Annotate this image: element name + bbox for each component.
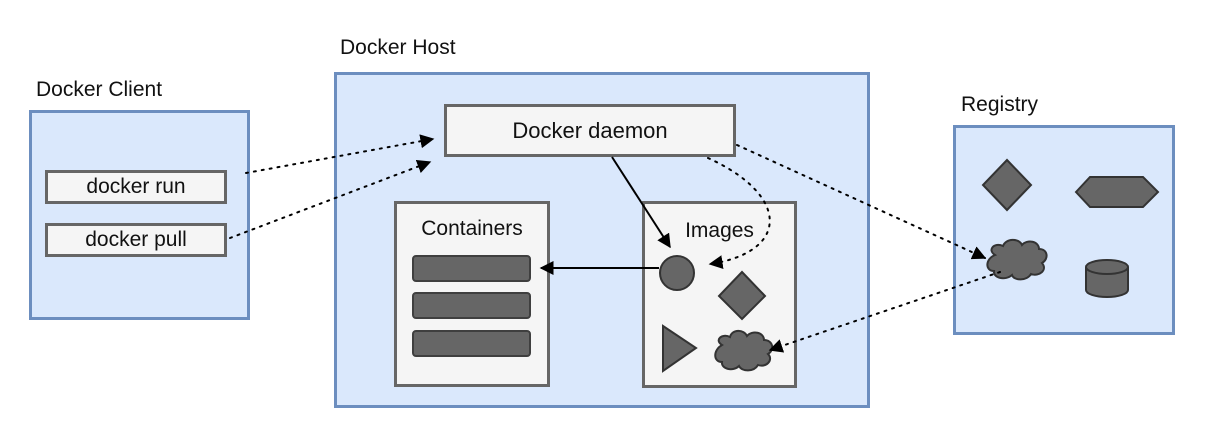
- container-bar[interactable]: [412, 330, 531, 357]
- registry-to-image-arrow: [768, 271, 1001, 353]
- docker-pull-command[interactable]: docker pull: [45, 223, 227, 257]
- containers-title: Containers: [421, 217, 523, 240]
- daemon-to-circle-arrow: [611, 156, 671, 249]
- diamond-icon: [981, 158, 1033, 212]
- diamond-icon: [717, 270, 767, 321]
- daemon-to-image-arrow: [707, 157, 771, 270]
- container-bar[interactable]: [412, 292, 531, 319]
- host-title: Docker Host: [340, 36, 456, 59]
- client-title: Docker Client: [36, 78, 163, 101]
- pull-to-daemon-arrow: [229, 159, 432, 239]
- triangle-icon: [662, 324, 698, 373]
- circle-icon: [659, 255, 695, 291]
- hexagon-icon: [1074, 176, 1160, 208]
- registry-panel: [953, 125, 1175, 335]
- cloud-icon: [714, 329, 774, 372]
- docker-daemon[interactable]: Docker daemon: [444, 104, 736, 157]
- container-bar[interactable]: [412, 255, 531, 282]
- cylinder-icon: [1085, 259, 1129, 298]
- run-to-daemon-arrow: [245, 134, 435, 174]
- docker-run-command[interactable]: docker run: [45, 170, 227, 204]
- cloud-icon: [986, 238, 1048, 281]
- client-panel: [29, 110, 250, 320]
- daemon-to-registry-arrow: [736, 144, 987, 260]
- images-title: Images: [685, 219, 754, 242]
- registry-title: Registry: [961, 93, 1039, 116]
